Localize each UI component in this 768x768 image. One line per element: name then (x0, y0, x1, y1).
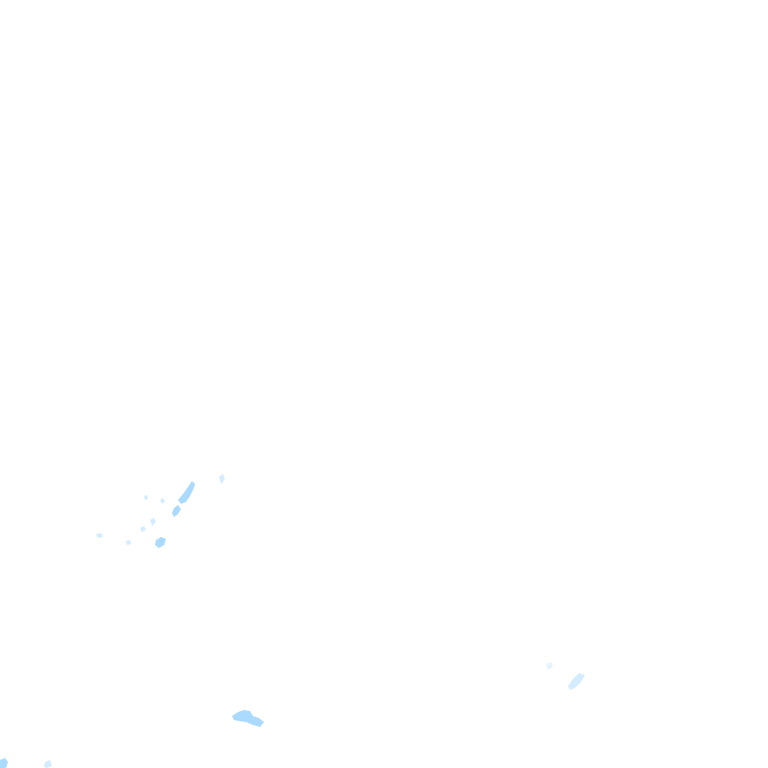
water-body (144, 495, 148, 500)
water-body (155, 537, 166, 548)
water-body (140, 526, 146, 532)
water-body (546, 662, 553, 670)
water-body (44, 760, 52, 768)
lake-southeast (568, 673, 585, 690)
water-body (96, 533, 103, 538)
water-body (150, 518, 156, 526)
lake-southwest (232, 710, 264, 727)
water-body (178, 481, 195, 504)
water-body (219, 474, 225, 484)
water-body (172, 505, 181, 517)
lake-cluster-west (96, 474, 225, 548)
water-body (160, 498, 165, 504)
lake-bottom-left-edge (0, 758, 8, 768)
water-body (126, 540, 131, 545)
